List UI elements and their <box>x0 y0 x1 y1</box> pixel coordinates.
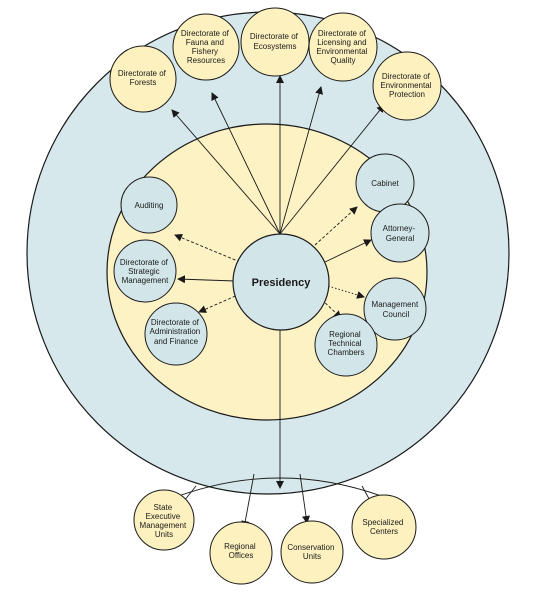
node-auditing-text: Auditing <box>135 201 164 210</box>
arrow-auditing <box>174 233 241 263</box>
node-strategic-text: Directorate of Strategic Management <box>120 258 170 285</box>
arrow-protection <box>279 104 385 235</box>
node-strategic-circle <box>113 239 177 303</box>
node-council-text: Management Council <box>372 300 421 319</box>
arrow-strategic <box>177 275 236 284</box>
node-presidency: Presidency <box>232 233 330 331</box>
node-presidency-text: Presidency <box>252 277 312 289</box>
node-licensing-text: Directorate of Licensing and Environment… <box>316 29 369 65</box>
node-auditing: Auditing <box>120 176 178 234</box>
arrow-attorney <box>324 239 372 263</box>
node-specialized-circle <box>351 494 417 560</box>
connectors <box>167 75 393 529</box>
arrow-conservation <box>299 473 310 524</box>
node-council-circle <box>363 277 427 341</box>
node-specialized-text: Specialized Centers <box>362 518 405 536</box>
node-forests-circle <box>109 45 177 113</box>
node-regional-circle <box>209 521 273 585</box>
arrow-admin <box>198 293 241 313</box>
node-ecosystems: Directorate of Ecosystems <box>240 7 310 77</box>
node-attorney-circle <box>370 203 430 263</box>
node-council: Management Council <box>363 277 427 341</box>
node-ecosystems-text: Directorate of Ecosystems <box>250 32 300 51</box>
node-cabinet: Cabinet <box>355 153 415 213</box>
arrow-licensing <box>279 86 323 235</box>
node-forests: Directorate of Forests <box>109 45 177 113</box>
node-admin-text: Directorate of Administration and Financ… <box>150 318 203 346</box>
node-attorney-text: Attorney- General <box>383 224 418 243</box>
node-regional: Regional Offices <box>209 521 273 585</box>
node-licensing-circle <box>308 12 378 82</box>
arrow-cabinet <box>314 206 358 246</box>
arrow-regional <box>241 473 255 529</box>
node-conservation: Conservation Units <box>280 520 344 584</box>
node-strategic: Directorate of Strategic Management <box>113 239 177 303</box>
node-state: State Executive Management Units <box>133 489 195 551</box>
node-chambers: Regional Technical Chambers <box>314 313 378 377</box>
node-fauna: Directorate of Fauna and Fishery Resourc… <box>172 13 240 81</box>
node-presidency-circle <box>232 233 330 331</box>
node-state-circle <box>133 489 195 551</box>
node-protection-text: Directorate of Environmental Protection <box>380 72 433 99</box>
node-state-text: State Executive Management Units <box>140 503 189 539</box>
node-licensing: Directorate of Licensing and Environment… <box>308 12 378 82</box>
node-attorney: Attorney- General <box>370 203 430 263</box>
node-auditing-circle <box>120 176 178 234</box>
node-conservation-circle <box>280 520 344 584</box>
node-regional-text: Regional Offices <box>224 542 258 560</box>
node-protection-circle <box>372 51 442 121</box>
node-chambers-text: Regional Technical Chambers <box>328 330 365 357</box>
node-specialized: Specialized Centers <box>351 494 417 560</box>
node-protection: Directorate of Environmental Protection <box>372 51 442 121</box>
node-cabinet-text: Cabinet <box>371 179 399 188</box>
node-fauna-text: Directorate of Fauna and Fishery Resourc… <box>181 29 231 65</box>
node-fauna-circle <box>172 13 240 81</box>
node-admin-circle <box>144 302 208 366</box>
node-chambers-circle <box>314 313 378 377</box>
node-conservation-text: Conservation Units <box>287 543 336 561</box>
node-admin: Directorate of Administration and Financ… <box>144 302 208 366</box>
arrow-forests <box>171 109 281 235</box>
node-forests-text: Directorate of Forests <box>118 69 168 87</box>
arrow-fauna <box>211 92 281 235</box>
